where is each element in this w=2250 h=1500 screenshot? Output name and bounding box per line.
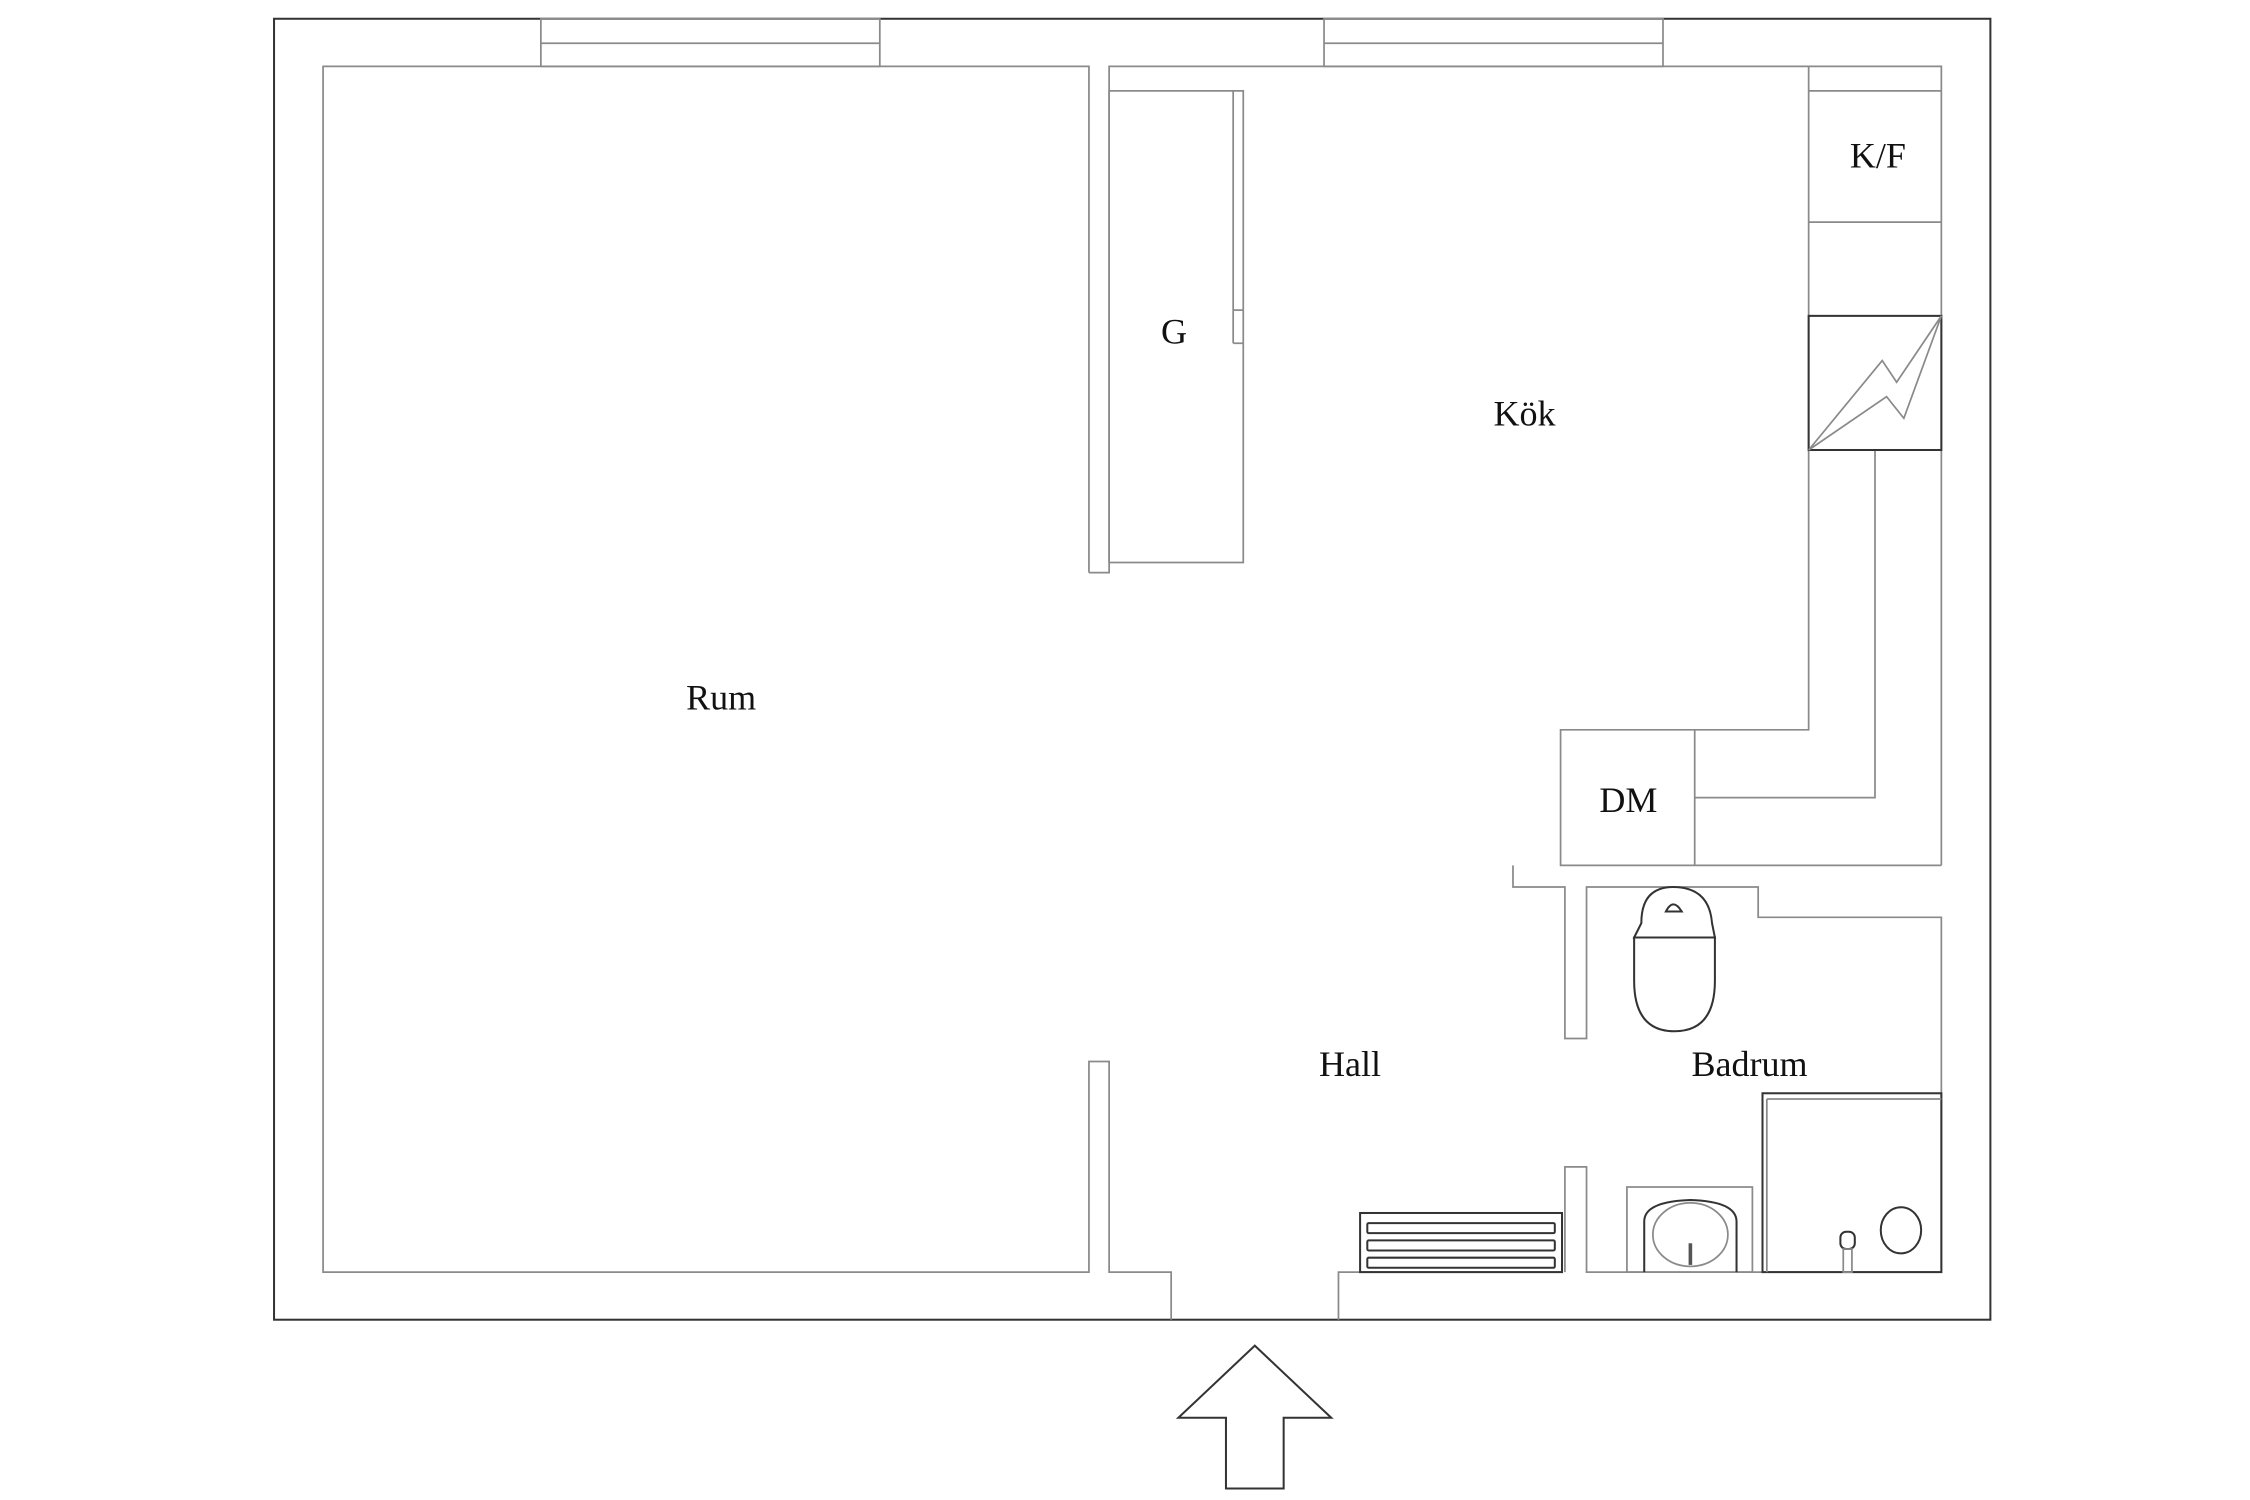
sink-icon — [1626, 1186, 1754, 1273]
room-label-badrum: Badrum — [1691, 1044, 1807, 1084]
stove-icon — [1807, 314, 1943, 452]
outer-wall — [273, 17, 1992, 1321]
shower-icon — [1761, 1092, 1943, 1274]
window-rum — [540, 17, 881, 68]
window-kok — [1323, 17, 1664, 68]
room-label-garderob: G — [1161, 311, 1187, 351]
entrance-arrow-icon — [1175, 1344, 1334, 1490]
kitchen-counter — [1559, 66, 1942, 867]
wardrobe — [1108, 90, 1245, 564]
toilet-icon — [1632, 886, 1717, 1033]
radiator-icon — [1359, 1211, 1564, 1274]
room-label-kok: Kök — [1493, 393, 1556, 433]
room-label-kyl-frys: K/F — [1850, 135, 1906, 175]
room-label-hall: Hall — [1319, 1044, 1381, 1084]
badrum-walls — [1512, 865, 1943, 1273]
room-label-rum: Rum — [686, 678, 756, 718]
room-label-diskmaskin: DM — [1599, 780, 1657, 820]
rum-walls — [322, 65, 1943, 1320]
